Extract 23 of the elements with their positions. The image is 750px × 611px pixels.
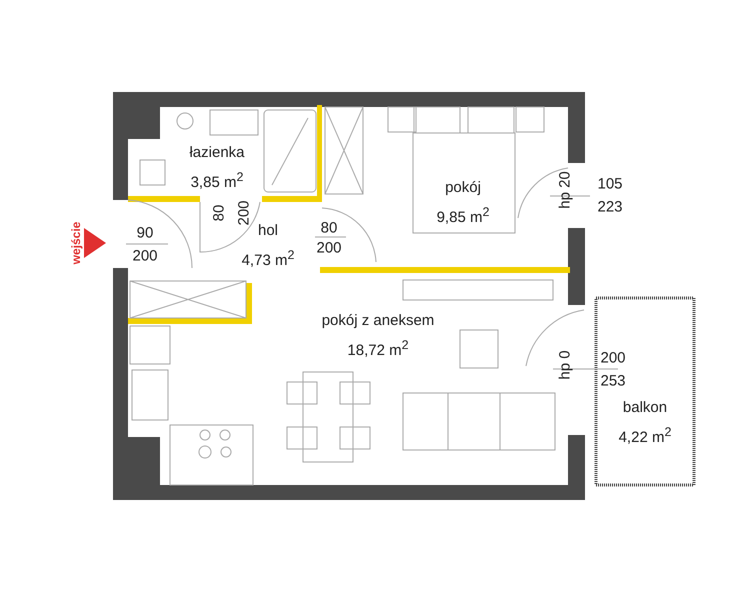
door-dimension: 90 [136,226,154,240]
door-dimension: 80 [212,204,226,222]
door-dimension: 200 [316,240,342,256]
door-dimension: 200 [132,248,158,264]
room-area: 4,22 m$^{2}$ [618,426,672,445]
room-name: hol [258,223,278,238]
entrance-label: wejście [70,222,82,264]
room-area: 18,72 m$^{2}$ [347,339,409,358]
room-area: 3,85 m$^{2}$ [190,171,244,190]
window-dimension: 223 [597,200,623,214]
door-dimension: 253 [600,374,626,388]
room-name: balkon [622,400,668,415]
room-name: łazienka [189,145,245,160]
sill-height-label: hp 20 [558,171,572,209]
room-area: 9,85 m$^{2}$ [436,206,490,225]
room-area: 4,73 m$^{2}$ [242,249,294,268]
room-name: pokój z aneksem [322,313,434,328]
door-dimension: 200 [600,350,626,366]
room-name: pokój [445,180,481,195]
sill-height-label: hp 0 [558,350,572,380]
door-dimension: 80 [320,220,338,236]
door-dimension: 200 [236,200,252,226]
window-dimension: 105 [597,176,623,192]
